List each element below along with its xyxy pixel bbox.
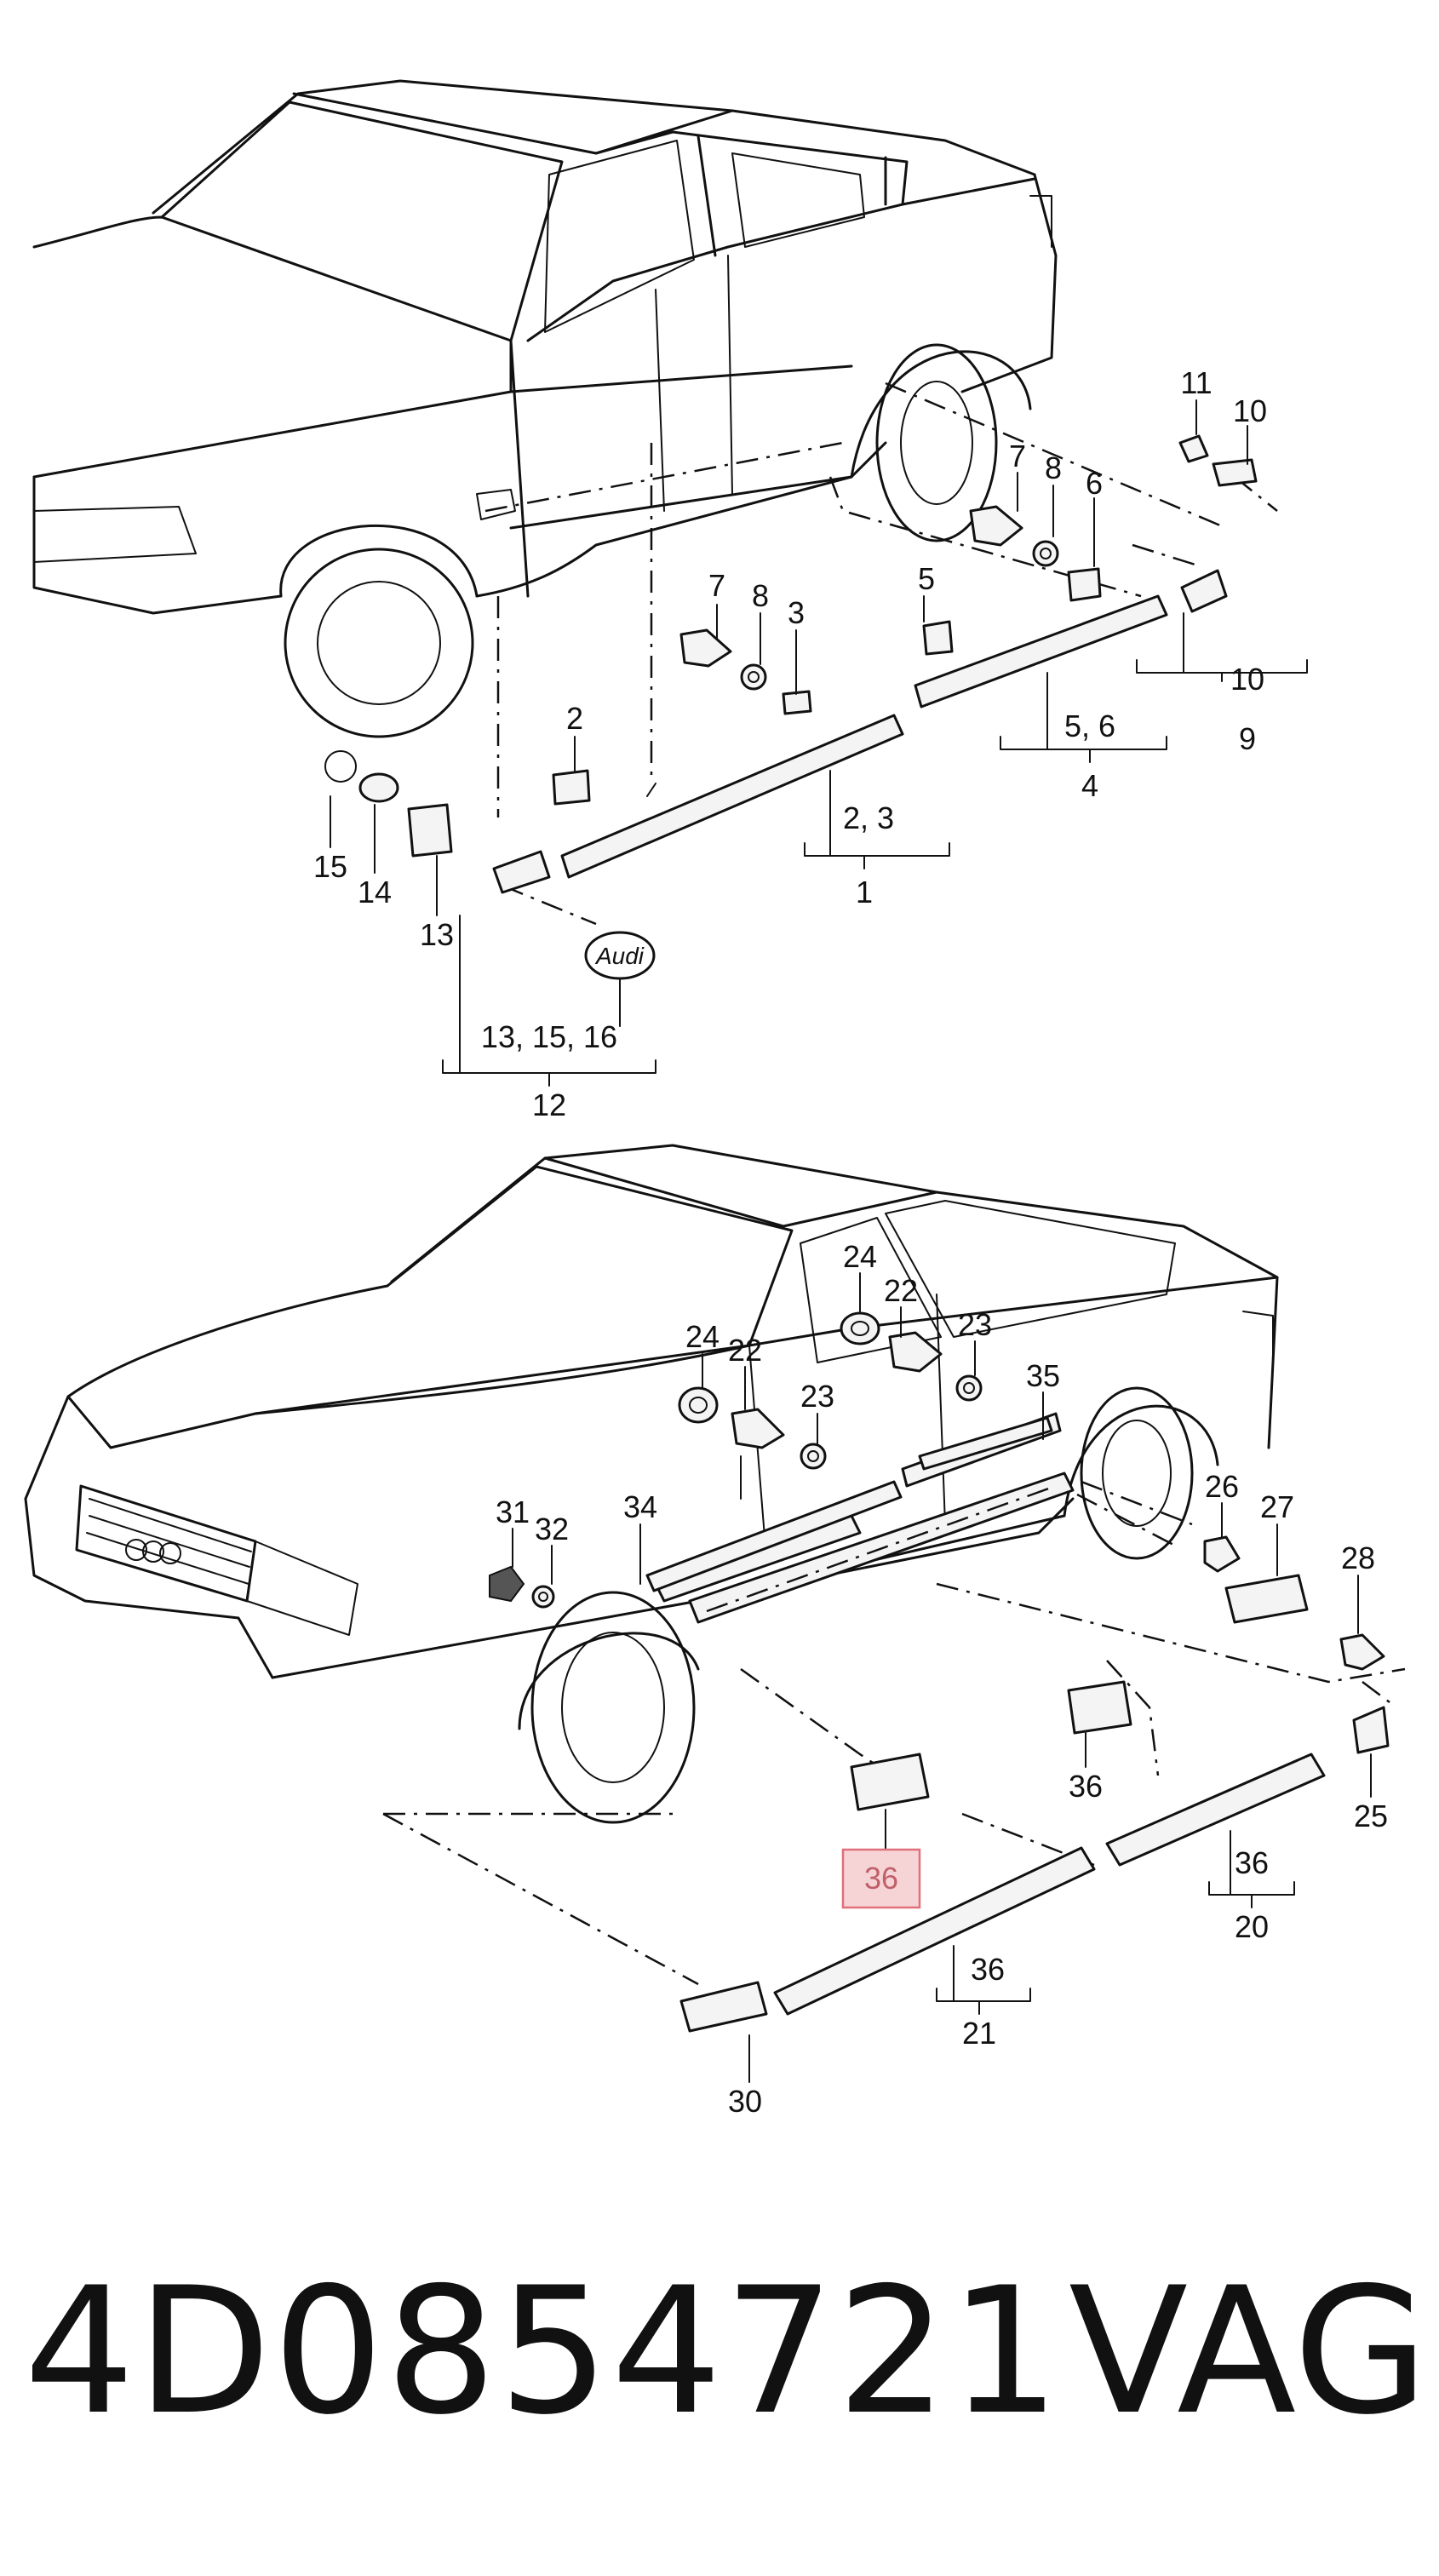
callout-32: 32 [535, 1512, 569, 1546]
upper-leader-lines [496, 382, 1278, 926]
callout-8-left: 8 [752, 578, 769, 613]
callout-24-upper: 24 [843, 1239, 877, 1274]
callout-20: 20 [1235, 1909, 1269, 1944]
callout-31: 31 [496, 1495, 530, 1529]
lower-leader-lines [382, 1480, 1406, 1986]
callout-7-left: 7 [708, 568, 725, 603]
callout-3: 3 [788, 595, 805, 630]
callout-5-6: 5, 6 [1064, 709, 1115, 743]
callout-13-15-16: 13, 15, 16 [481, 1019, 617, 1054]
callout-1: 1 [856, 875, 873, 909]
lower-parts [489, 1311, 1390, 2033]
callout-35: 35 [1026, 1358, 1060, 1393]
upper-parts [324, 434, 1258, 980]
callout-9: 9 [1239, 721, 1256, 756]
callout-36-highlighted: 36 [864, 1861, 898, 1896]
callout-26: 26 [1205, 1469, 1239, 1504]
callout-14: 14 [358, 875, 392, 909]
callout-36-lower: 36 [971, 1952, 1005, 1987]
callout-10-upper: 10 [1233, 393, 1267, 428]
callout-22-left: 22 [728, 1333, 762, 1368]
highlight-box-36 [841, 1848, 921, 1909]
callout-25: 25 [1354, 1799, 1388, 1833]
brand-name: VAG [1069, 2251, 1429, 2453]
upper-car-illustration [32, 79, 1058, 738]
callout-28: 28 [1341, 1540, 1375, 1575]
callout-24-left: 24 [685, 1319, 720, 1354]
callout-4: 4 [1081, 768, 1098, 803]
callout-10-lower: 10 [1230, 662, 1264, 697]
callout-2-3: 2, 3 [843, 800, 894, 835]
callout-27: 27 [1260, 1489, 1294, 1524]
callout-6: 6 [1086, 466, 1103, 501]
callout-2: 2 [566, 701, 583, 736]
callout-36-middle: 36 [1069, 1769, 1103, 1804]
callout-36-right: 36 [1235, 1845, 1269, 1880]
callout-7-right: 7 [1009, 439, 1026, 473]
parts-diagram: Audi 11 10 7 8 6 10 9 7 8 3 5 5, 6 4 2 [24, 79, 1406, 2119]
callout-30: 30 [728, 2084, 762, 2119]
lower-callout-leaders [512, 1272, 1372, 2083]
callout-21: 21 [962, 2016, 996, 2051]
callout-15: 15 [313, 849, 347, 884]
callout-22-upper: 22 [884, 1273, 918, 1308]
upper-callouts: 11 10 7 8 6 10 9 7 8 3 5 5, 6 4 2 2, 3 1… [313, 365, 1267, 1122]
callout-23-upper: 23 [958, 1307, 992, 1342]
part-number: 4D0854721 [24, 2251, 1063, 2453]
callout-11: 11 [1180, 365, 1212, 400]
upper-callout-leaders [330, 399, 1308, 1087]
lower-callouts: 24 22 23 35 24 22 23 34 31 32 26 27 28 3… [496, 1239, 1388, 2119]
callout-34: 34 [623, 1489, 657, 1524]
callout-12: 12 [532, 1087, 566, 1122]
badge-text: Audi [594, 943, 645, 969]
callout-23-left: 23 [800, 1379, 834, 1414]
callout-5: 5 [918, 561, 935, 596]
callout-8-right: 8 [1045, 450, 1062, 485]
callout-13: 13 [420, 917, 454, 952]
